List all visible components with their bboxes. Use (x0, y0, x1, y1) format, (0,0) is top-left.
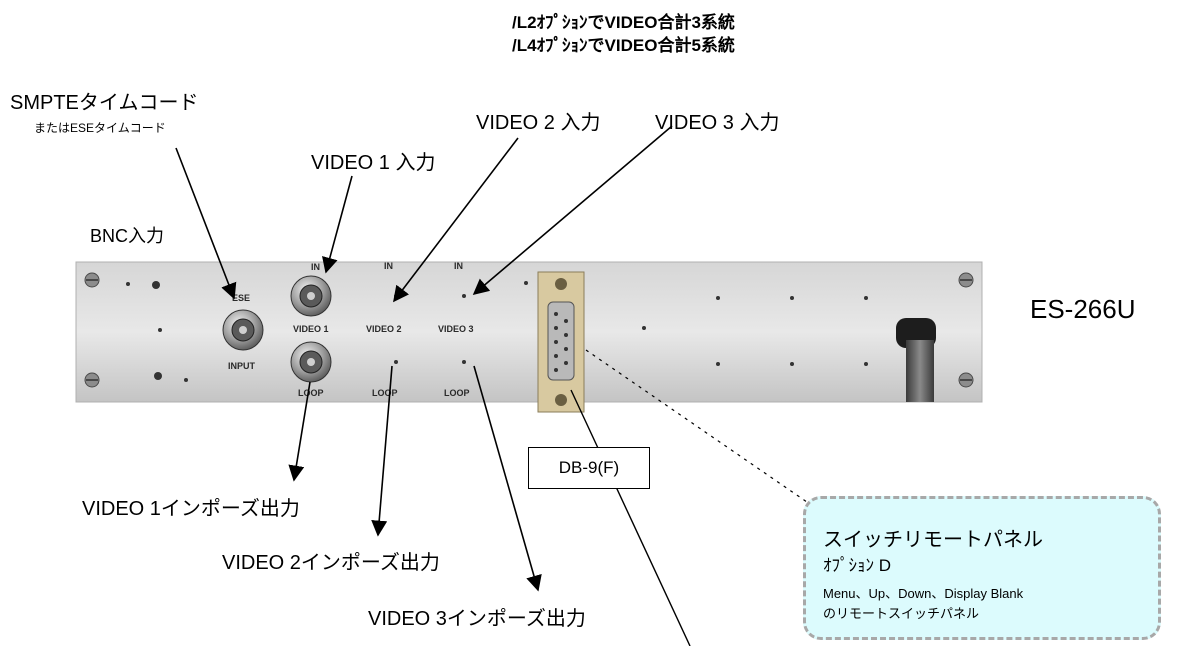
arrow-video1-in (322, 175, 353, 274)
db9-label-box: DB-9(F) (528, 447, 650, 489)
panel-label-in1: IN (311, 262, 320, 272)
video3-output-label: VIDEO 3インポーズ出力 (368, 608, 586, 630)
panel-label-ese: ESE (232, 293, 250, 303)
remote-option-box: スイッチリモートパネル ｵﾌﾟｼｮﾝ D Menu、Up、Down、Displa… (803, 496, 1161, 640)
panel-label-loop2: LOOP (372, 388, 398, 398)
remote-option-title: スイッチリモートパネル (823, 529, 1043, 551)
arrow-video1-out (288, 381, 311, 482)
power-cable (896, 318, 936, 402)
remote-option-code: ｵﾌﾟｼｮﾝ D (823, 556, 891, 575)
header-line-2: /L4ｵﾌﾟｼｮﾝでVIDEO合計5系統 (512, 36, 735, 55)
db9-connector (537, 271, 585, 413)
video3-input-label: VIDEO 3 入力 (655, 112, 780, 134)
arrow-video2-out (371, 365, 393, 537)
remote-option-desc-2: のリモートスイッチパネル (823, 606, 980, 621)
bnc-connector-video1-loop (290, 341, 332, 383)
panel-label-video3: VIDEO 3 (438, 324, 474, 334)
video2-input-label: VIDEO 2 入力 (476, 112, 601, 134)
panel-label-in3: IN (454, 261, 463, 271)
db9-leader-line (570, 389, 691, 646)
smpte-sub-label: またはESEタイムコード (34, 121, 166, 135)
smpte-label: SMPTEタイムコード (10, 92, 199, 114)
panel-label-video1: VIDEO 1 (293, 324, 329, 334)
bnc-input-label: BNC入力 (90, 226, 165, 246)
video1-output-label: VIDEO 1インポーズ出力 (82, 498, 300, 520)
arrow-smpte (175, 147, 237, 300)
panel-label-input: INPUT (228, 361, 256, 371)
arrow-video3-out (473, 365, 542, 592)
panel-label-loop1: LOOP (298, 388, 324, 398)
db9-label: DB-9(F) (558, 458, 620, 477)
arrow-video3-in (472, 125, 673, 296)
panel-label-loop3: LOOP (444, 388, 470, 398)
panel-label-video2: VIDEO 2 (366, 324, 402, 334)
rear-panel (75, 261, 983, 403)
video2-output-label: VIDEO 2インポーズ出力 (222, 552, 440, 574)
video1-input-label: VIDEO 1 入力 (311, 152, 436, 174)
remote-dotted-line (585, 349, 837, 523)
bnc-connector-video1-in (290, 275, 332, 317)
header-line-1: /L2ｵﾌﾟｼｮﾝでVIDEO合計3系統 (512, 13, 735, 32)
panel-label-in2: IN (384, 261, 393, 271)
arrow-video2-in (393, 137, 519, 303)
screw-icon (84, 272, 974, 388)
model-label: ES-266U (1030, 294, 1136, 324)
bnc-connector-ese (222, 309, 264, 351)
remote-option-desc-1: Menu、Up、Down、Display Blank (823, 586, 1024, 601)
